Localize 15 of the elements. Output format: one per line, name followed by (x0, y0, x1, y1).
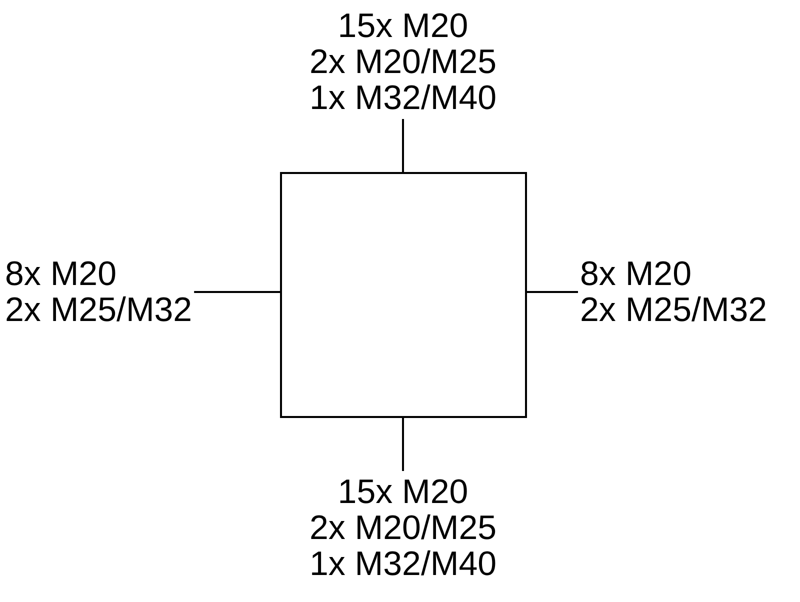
cable-entry-label: 2x M20/M25 (309, 43, 497, 81)
leader-line (194, 291, 280, 293)
cable-entry-label: 15x M20 (338, 7, 468, 45)
cable-entry-label: 1x M32/M40 (309, 545, 497, 583)
enclosure-outline (280, 172, 527, 418)
cable-entry-label: 8x M20 (5, 255, 116, 293)
cable-entry-label: 2x M20/M25 (309, 509, 497, 547)
leader-line (402, 119, 404, 172)
leader-line (527, 291, 578, 293)
cable-entry-label: 2x M25/M32 (5, 291, 192, 329)
cable-entry-label: 15x M20 (338, 473, 468, 511)
cable-entry-label: 2x M25/M32 (580, 291, 768, 329)
cable-entry-label: 8x M20 (580, 255, 692, 293)
leader-line (402, 418, 404, 471)
cable-entry-label: 1x M32/M40 (309, 79, 497, 117)
